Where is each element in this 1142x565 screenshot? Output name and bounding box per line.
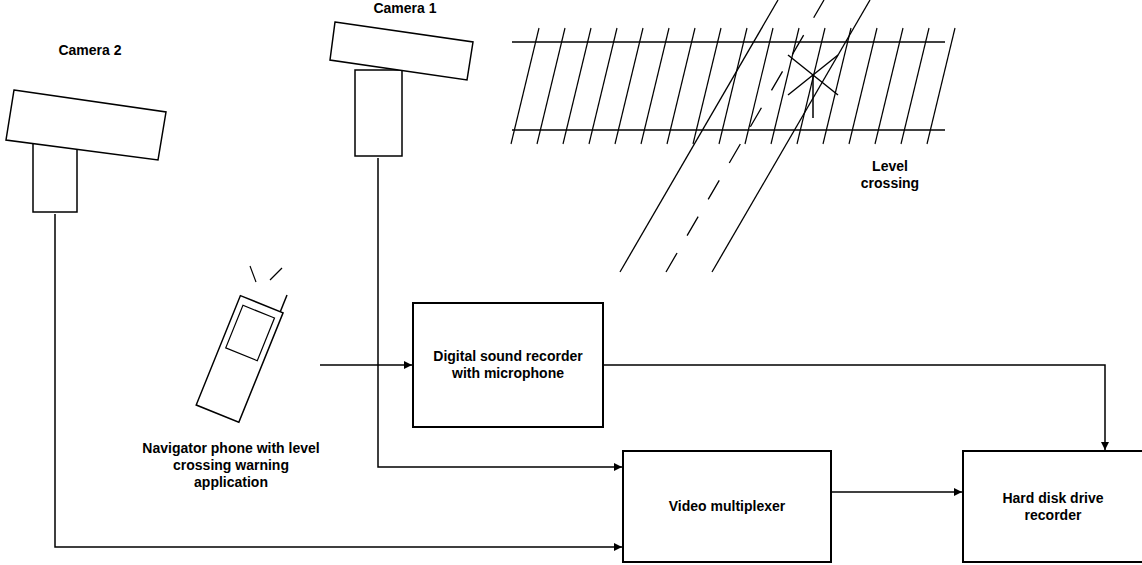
sleeper — [615, 28, 643, 144]
sleeper — [927, 28, 955, 144]
box-label: Hard disk drive recorder — [974, 490, 1132, 524]
sleeper — [589, 28, 617, 144]
sleeper — [745, 28, 773, 144]
illustration-label: Level crossing — [845, 158, 935, 192]
sleeper — [693, 28, 721, 144]
process-box: Video multiplexer — [622, 450, 832, 563]
camera-figure — [6, 42, 174, 214]
camera-body — [330, 22, 473, 80]
connector-arrow — [604, 365, 1105, 450]
road-edge — [620, 0, 778, 272]
connector-arrow — [320, 364, 412, 366]
phone-node: Navigator phone with level crossing warn… — [142, 258, 320, 508]
figure-label: Navigator phone with level crossing warn… — [142, 440, 320, 491]
box-label: Digital sound recorder with microphone — [424, 348, 592, 382]
camera-figure — [330, 0, 480, 158]
process-box: Hard disk drive recorder — [962, 450, 1142, 563]
sleeper — [719, 28, 747, 144]
sleeper — [849, 28, 877, 144]
rail — [512, 41, 945, 43]
rail — [512, 129, 945, 131]
sleeper — [901, 28, 929, 144]
sleeper — [641, 28, 669, 144]
camera-stem — [33, 142, 77, 212]
road-centre-line — [666, 0, 824, 272]
camera-body — [6, 90, 166, 160]
signal-mark — [250, 266, 256, 282]
box-label: Video multiplexer — [669, 498, 785, 515]
road-edge — [712, 0, 870, 272]
camera-node: Camera 2 — [6, 42, 174, 214]
sleeper — [771, 28, 799, 144]
phone-case — [196, 296, 283, 423]
sleeper — [563, 28, 591, 144]
phone-body — [196, 279, 290, 422]
connector-arrow — [378, 158, 622, 467]
sleeper — [537, 28, 565, 144]
connector-arrow — [832, 491, 962, 493]
camera-node: Camera 1 — [330, 0, 480, 158]
connector-arrow — [55, 214, 622, 547]
sleeper — [875, 28, 903, 144]
figure-label: Camera 2 — [6, 42, 174, 59]
process-box: Digital sound recorder with microphone — [412, 302, 604, 428]
sleeper — [511, 28, 539, 144]
figure-label: Camera 1 — [330, 0, 480, 17]
antenna — [280, 295, 287, 312]
camera-stem — [355, 70, 402, 156]
crossing-sign — [788, 55, 838, 118]
sleeper — [797, 28, 825, 144]
phone-screen — [226, 305, 275, 360]
signal-mark — [270, 268, 282, 280]
sleeper — [667, 28, 695, 144]
